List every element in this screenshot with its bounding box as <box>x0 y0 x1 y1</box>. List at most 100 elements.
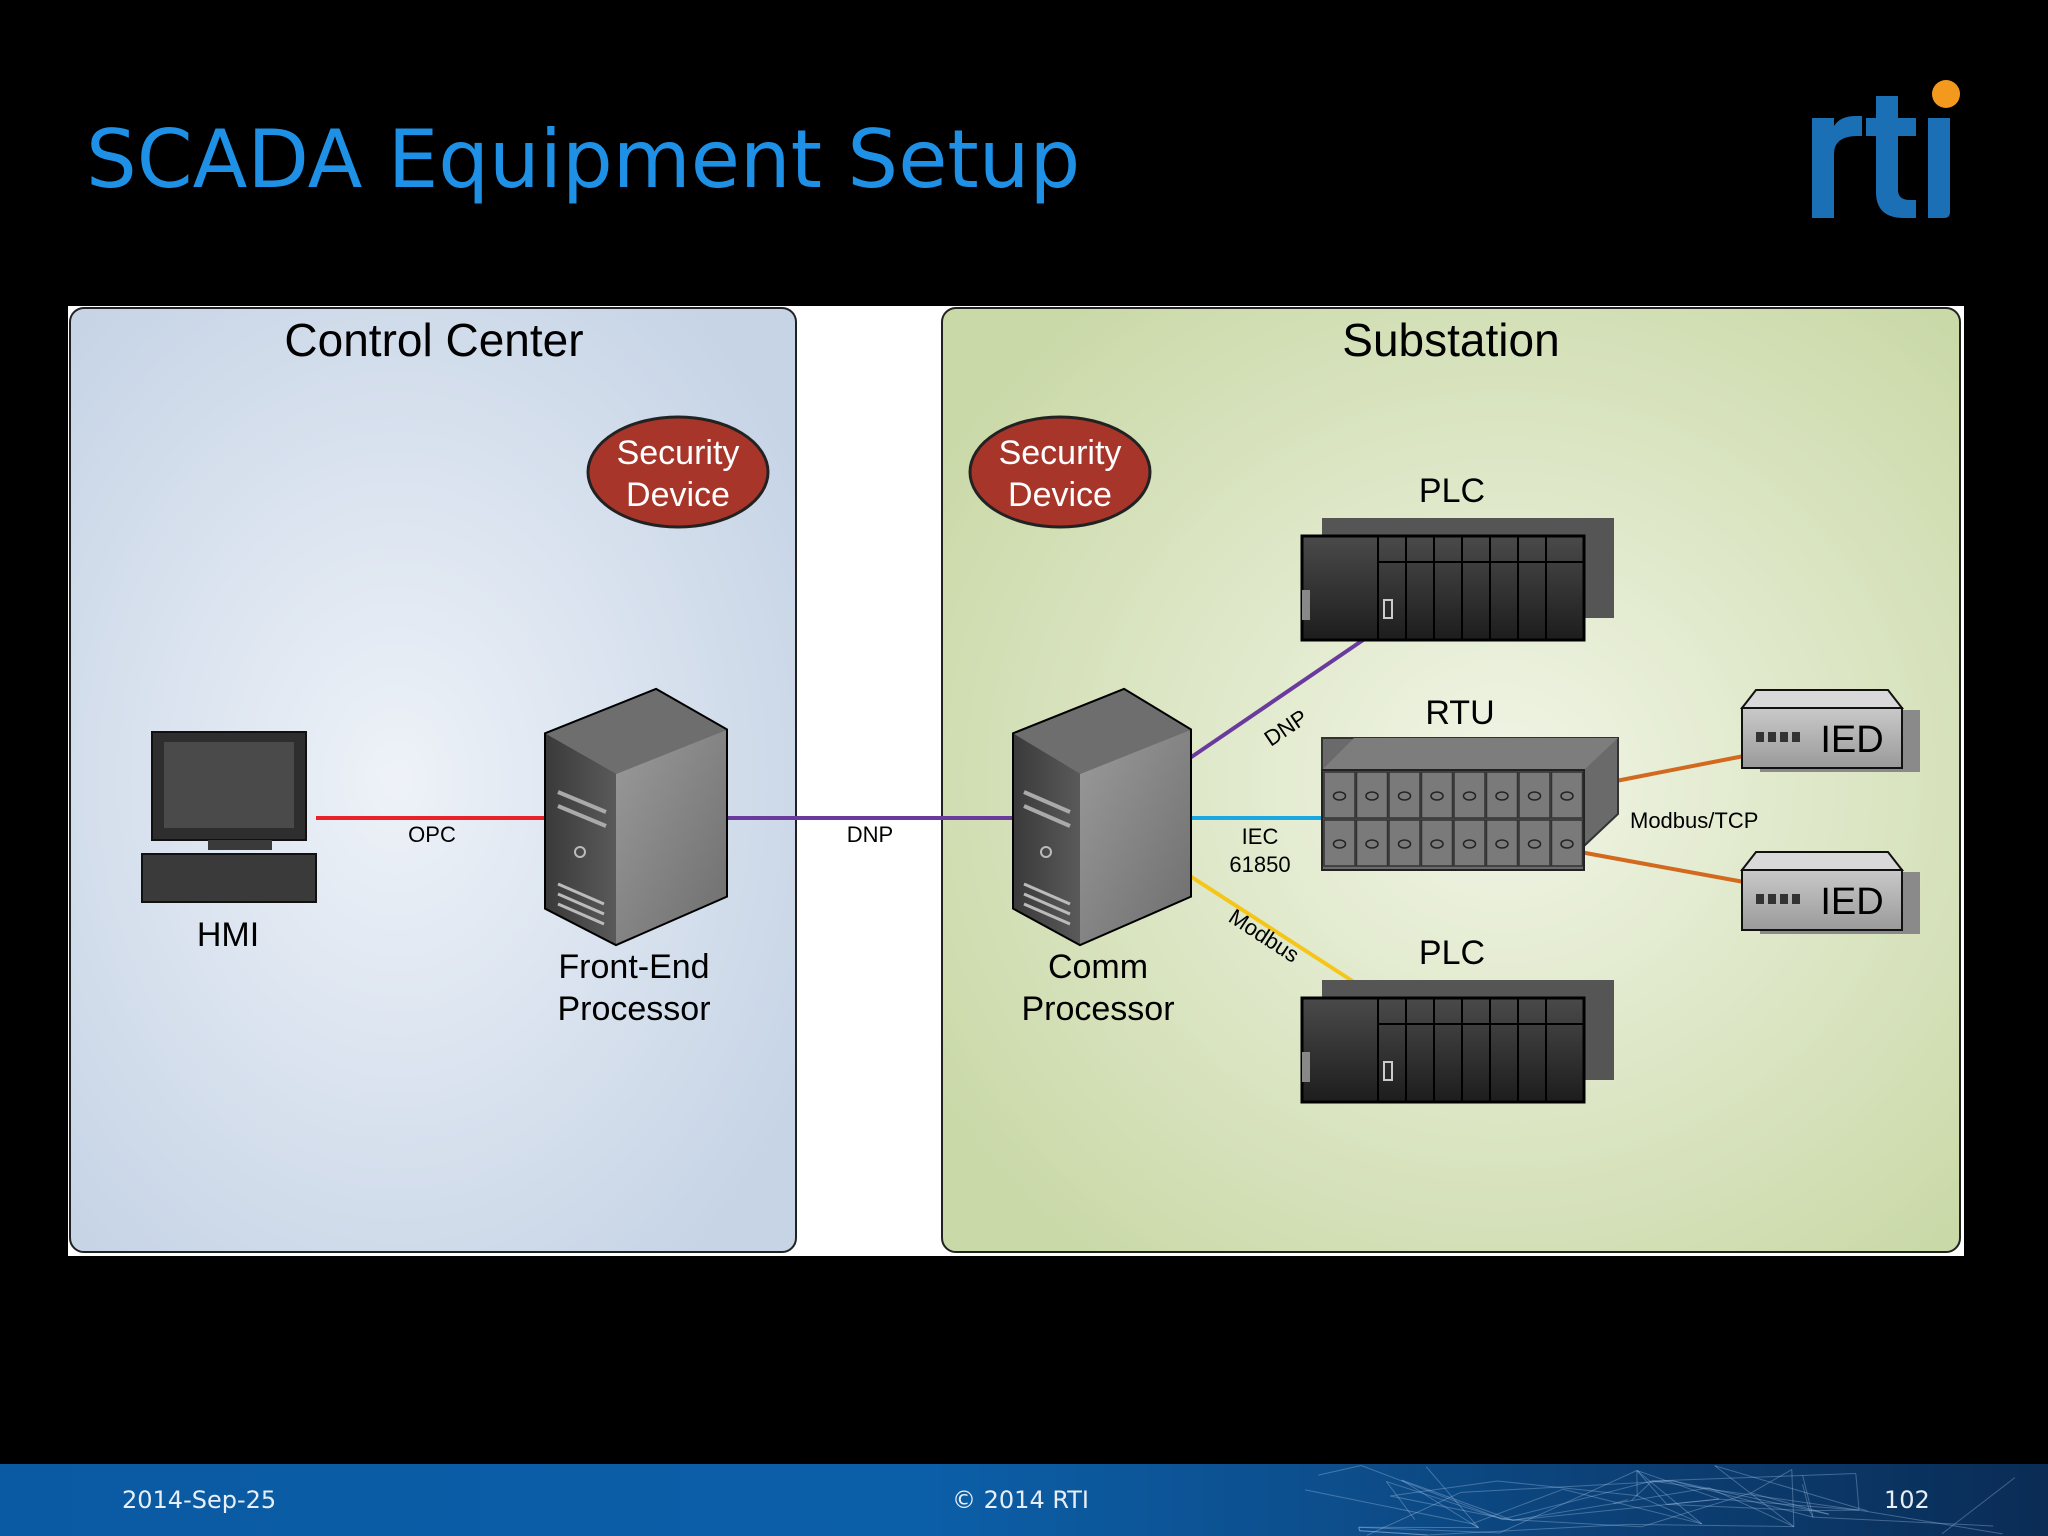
rtu-terminal-screw <box>1527 839 1542 849</box>
network-line <box>1562 1488 1702 1525</box>
rtu-terminal <box>1518 771 1551 819</box>
network-line <box>1386 1481 1503 1520</box>
rtu-terminal-screw <box>1560 839 1574 849</box>
network-line <box>1750 1469 1793 1494</box>
network-line <box>1499 1470 1638 1534</box>
network-line <box>1672 1480 1814 1518</box>
network-line <box>1401 1479 1479 1529</box>
network-line <box>1672 1480 1829 1515</box>
rtu-terminal-screw <box>1495 791 1509 801</box>
network-line <box>1512 1498 1720 1521</box>
network-line <box>1641 1492 1752 1528</box>
ied-top-device <box>1739 689 1920 772</box>
rtu-terminal <box>1485 771 1519 819</box>
network-line <box>1652 1472 1856 1482</box>
control-center-title: Control Center <box>284 314 583 366</box>
network-line <box>1427 1523 1629 1536</box>
iec-label-line2: 61850 <box>1229 852 1290 877</box>
network-line <box>1858 1509 2003 1535</box>
network-line <box>1791 1469 1795 1527</box>
network-line <box>1359 1530 1428 1536</box>
network-line <box>1318 1465 1362 1476</box>
ied-bottom-device <box>1739 851 1920 934</box>
rti-logo <box>1812 80 1960 218</box>
rtu-terminal <box>1420 771 1454 819</box>
comm-processor-tower <box>1012 687 1192 947</box>
network-line <box>1512 1487 1710 1521</box>
network-line <box>1361 1465 1503 1520</box>
rtu-device <box>1321 737 1619 871</box>
network-line <box>1636 1495 1702 1525</box>
rtu-terminal <box>1453 819 1486 867</box>
ied-bottom-label: IED <box>1820 881 1883 923</box>
modbus-tcp-label: Modbus/TCP <box>1630 808 1758 833</box>
network-line <box>1714 1465 1795 1528</box>
network-line <box>1401 1479 1513 1521</box>
rtu-terminal-grid <box>1323 771 1584 867</box>
security-device-label-line2: Device <box>626 476 730 514</box>
network-line <box>1636 1470 1668 1505</box>
network-line <box>1750 1492 1830 1515</box>
network-line <box>1813 1516 1994 1527</box>
network-line <box>1358 1527 1361 1531</box>
rtu-label: RTU <box>1425 694 1494 732</box>
network-line <box>1390 1480 1498 1497</box>
footer-bar: 2014-Sep-25 © 2014 RTI 102 <box>0 1464 2048 1536</box>
network-line <box>1666 1503 1810 1512</box>
iec-label-line1: IEC <box>1242 824 1279 849</box>
plc-bottom-label: PLC <box>1419 934 1485 972</box>
network-line <box>1708 1487 1795 1528</box>
security-device-substation: Security Device <box>968 415 1152 529</box>
rtu-terminal-screw <box>1397 791 1412 801</box>
rtu-terminal-screw <box>1527 791 1542 801</box>
front-end-processor-label-line2: Processor <box>557 990 710 1028</box>
front-end-processor-tower <box>544 687 728 947</box>
rtu-terminal <box>1518 819 1551 867</box>
page-number: 102 <box>1884 1486 1930 1514</box>
rtu-terminal <box>1550 819 1584 867</box>
rtu-terminal <box>1485 819 1519 867</box>
rtu-terminal <box>1355 819 1389 867</box>
network-line <box>1497 1480 1638 1497</box>
modbus-tcp-link-bottom <box>1579 850 1745 884</box>
network-line <box>1714 1465 1868 1512</box>
network-line <box>1460 1480 1673 1493</box>
modbus-link <box>1188 874 1356 984</box>
rtu-terminal <box>1388 819 1421 867</box>
network-line <box>1666 1498 1720 1505</box>
scada-diagram: Control Center Substation Security Devic… <box>68 306 1964 1256</box>
slide-title: SCADA Equipment Setup <box>86 113 1081 206</box>
rtu-terminal-screw <box>1430 839 1444 849</box>
security-device-label-line2: Device <box>1008 476 1112 514</box>
footer-copyright: © 2014 RTI <box>952 1486 1090 1514</box>
rtu-terminal-screw <box>1495 839 1509 849</box>
rtu-terminal <box>1323 771 1356 819</box>
network-line <box>1385 1481 1416 1520</box>
rtu-terminal-screw <box>1332 839 1347 849</box>
network-line <box>1631 1480 1653 1501</box>
control-center-zone <box>69 307 797 1253</box>
plc-bottom-device <box>1300 980 1614 1104</box>
rtu-terminal-screw <box>1560 791 1574 801</box>
front-end-processor-label-line1: Front-End <box>558 948 709 986</box>
network-line <box>1390 1495 1513 1521</box>
network-line <box>1802 1475 1814 1518</box>
footer-date: 2014-Sep-25 <box>122 1486 277 1514</box>
security-device-control-center: Security Device <box>586 415 770 529</box>
network-line <box>1628 1523 1794 1528</box>
network-line <box>1941 1477 2016 1535</box>
ied-top-label: IED <box>1820 719 1883 761</box>
rtu-terminal <box>1388 771 1421 819</box>
rtu-terminal-screw <box>1332 791 1347 801</box>
network-line <box>1636 1470 1720 1500</box>
rtu-terminal <box>1355 771 1389 819</box>
rtu-terminal-screw <box>1397 839 1412 849</box>
network-line <box>1855 1473 1860 1511</box>
rtu-terminal <box>1550 771 1584 819</box>
security-device-label-line1: Security <box>617 434 740 472</box>
network-line <box>1652 1480 1860 1511</box>
network-line <box>1502 1518 1642 1528</box>
network-line <box>1636 1470 1703 1525</box>
rtu-terminal-screw <box>1430 791 1444 801</box>
network-graphic <box>1305 1465 2016 1536</box>
